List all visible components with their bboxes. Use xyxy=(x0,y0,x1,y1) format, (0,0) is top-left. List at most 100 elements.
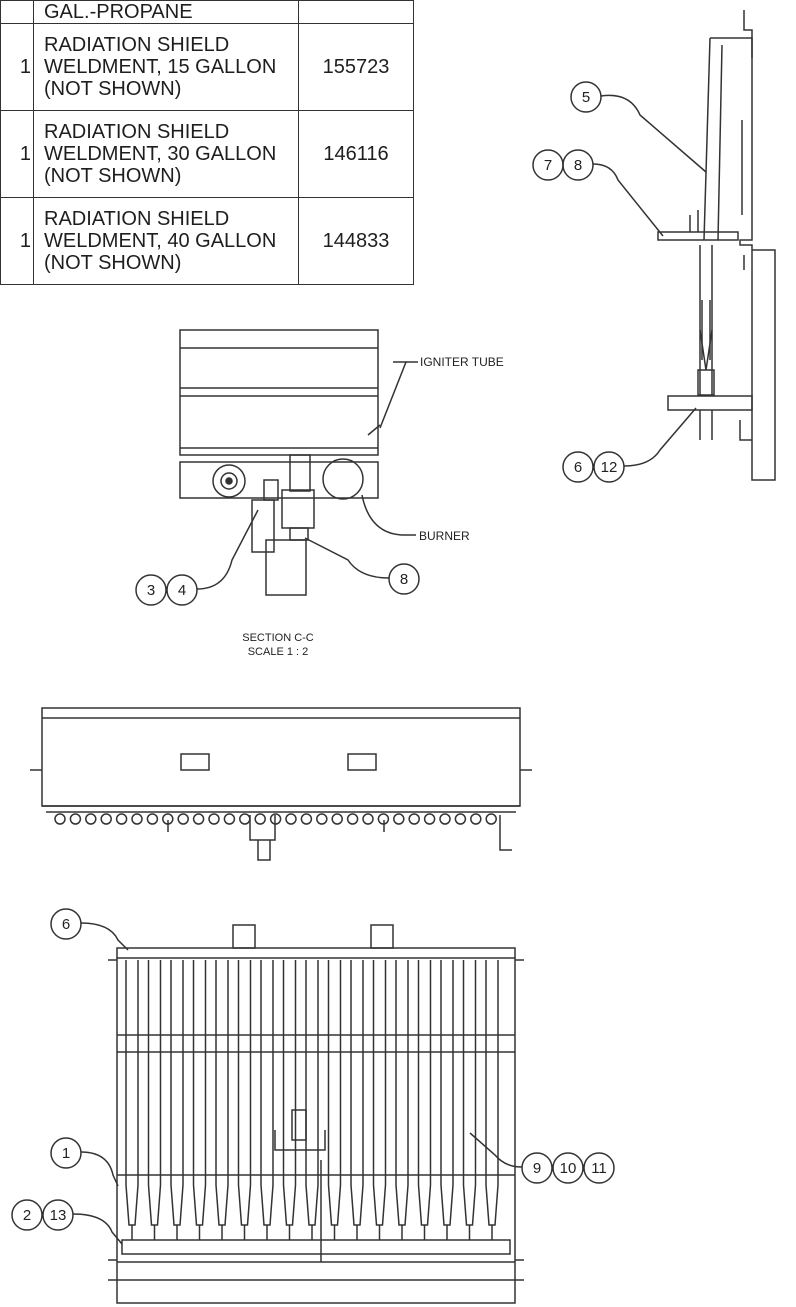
top-view xyxy=(108,924,524,1304)
burner-tube xyxy=(440,960,454,1226)
burner-tube xyxy=(170,960,184,1226)
balloon-label: 2 xyxy=(23,1207,31,1224)
manifold-bolt xyxy=(408,813,420,825)
manifold-bolt xyxy=(362,813,374,825)
manifold-bolt xyxy=(454,813,467,825)
burner-tube xyxy=(192,960,207,1226)
description-line: (NOT SHOWN) xyxy=(44,78,182,100)
description-line: (NOT SHOWN) xyxy=(44,252,182,274)
manifold-bolt xyxy=(470,813,482,825)
burner-tube xyxy=(372,960,387,1226)
manifold-bolt xyxy=(177,813,189,825)
balloon-1 xyxy=(50,1137,119,1187)
balloon-label: 6 xyxy=(574,459,582,476)
igniter-tube-label: IGNITER TUBE xyxy=(420,355,504,369)
description-cell: RADIATION SHIELD WELDMENT, 40 GALLON (NO… xyxy=(33,197,299,285)
manifold-bolt xyxy=(239,813,251,825)
balloon-label: 4 xyxy=(178,582,186,599)
description-cell: RADIATION SHIELD WELDMENT, 30 GALLON (NO… xyxy=(33,110,299,198)
burner-tube xyxy=(305,960,319,1226)
manifold-bolt xyxy=(346,813,359,825)
manifold-bolt xyxy=(485,813,497,825)
manifold-bolt xyxy=(208,813,220,825)
front-view xyxy=(30,707,532,861)
description-line: RADIATION SHIELD xyxy=(44,34,230,56)
part-number-cell: 155723 xyxy=(298,23,414,111)
manifold-bolt xyxy=(300,813,313,825)
balloon-label: 13 xyxy=(50,1207,67,1224)
table-row: 1 RADIATION SHIELD WELDMENT, 30 GALLON (… xyxy=(0,110,414,198)
burner-leader xyxy=(361,494,416,536)
balloon-13 xyxy=(42,1199,123,1245)
balloon-11 xyxy=(583,1152,615,1184)
balloon-label: 12 xyxy=(601,459,618,476)
burner-tubes xyxy=(125,960,499,1240)
balloon-label: 3 xyxy=(147,582,155,599)
manifold-bolt xyxy=(331,813,343,825)
burner-tube xyxy=(237,960,252,1226)
balloon-label: 9 xyxy=(533,1160,541,1177)
manifold-bolt xyxy=(192,813,205,825)
description-line: WELDMENT, 40 GALLON xyxy=(44,230,277,252)
balloon-5 xyxy=(570,81,707,173)
manifold-bolt xyxy=(146,813,159,825)
balloon-label: 7 xyxy=(544,157,552,174)
manifold-bolt xyxy=(85,813,97,825)
manifold-bolt xyxy=(285,813,297,825)
burner-tube xyxy=(282,960,297,1226)
burner-tube xyxy=(327,960,342,1226)
burner-label: BURNER xyxy=(419,529,470,543)
burner-tube xyxy=(147,960,162,1226)
qty-cell: 1 xyxy=(0,23,34,111)
balloon-3 xyxy=(135,574,167,606)
balloon-label: 11 xyxy=(591,1160,607,1177)
part-number-cell: 144833 xyxy=(298,197,414,285)
description-line: RADIATION SHIELD xyxy=(44,121,230,143)
manifold-bolt xyxy=(254,813,266,825)
burner-tube xyxy=(417,960,432,1226)
description-line: (NOT SHOWN) xyxy=(44,165,182,187)
balloon-6 xyxy=(562,451,594,483)
balloon-2 xyxy=(11,1199,43,1231)
burner-tube xyxy=(125,960,139,1226)
burner-tube xyxy=(215,960,229,1226)
balloon-label: 8 xyxy=(574,157,582,174)
side-view xyxy=(657,10,776,481)
manifold-bolt xyxy=(316,813,328,825)
balloon-label: 5 xyxy=(582,89,590,106)
table-row: 1 RADIATION SHIELD WELDMENT, 40 GALLON (… xyxy=(0,197,414,285)
manifold-bolt xyxy=(439,813,451,825)
section-c-c xyxy=(179,329,408,596)
burner-tube xyxy=(395,960,409,1226)
balloon-8 xyxy=(562,149,664,237)
qty-cell: 1 xyxy=(0,197,34,285)
balloon-label: 6 xyxy=(62,916,70,933)
parts-table: GAL.-PROPANE 1 RADIATION SHIELD WELDMENT… xyxy=(0,0,414,285)
balloon-label: 8 xyxy=(400,571,408,588)
balloon-12 xyxy=(593,407,697,483)
section-scale: SCALE 1 : 2 xyxy=(248,646,309,658)
qty-cell: 1 xyxy=(0,110,34,198)
manifold-bolt xyxy=(54,813,66,825)
balloon-label: 1 xyxy=(62,1145,70,1162)
balloon-4 xyxy=(166,509,259,606)
burner-tube xyxy=(462,960,477,1226)
manifold-bolt xyxy=(100,813,112,825)
description-line: WELDMENT, 30 GALLON xyxy=(44,143,277,165)
manifold-bolt xyxy=(131,813,143,825)
section-title: SECTION C-C xyxy=(242,632,314,644)
balloon-9 xyxy=(469,1132,553,1184)
description-cell: RADIATION SHIELD WELDMENT, 15 GALLON (NO… xyxy=(33,23,299,111)
manifold-bolt xyxy=(115,813,128,825)
manifold-bolt xyxy=(393,813,405,825)
balloon-10 xyxy=(552,1152,584,1184)
balloon-8-section xyxy=(304,537,420,595)
burner-tube xyxy=(260,960,274,1226)
manifold-bolt xyxy=(223,813,236,825)
manifold-bolt xyxy=(69,813,82,825)
balloon-6-top xyxy=(50,908,129,951)
description-line: RADIATION SHIELD xyxy=(44,208,230,230)
balloon-label: 10 xyxy=(560,1160,577,1177)
manifold-bolt xyxy=(423,813,436,825)
